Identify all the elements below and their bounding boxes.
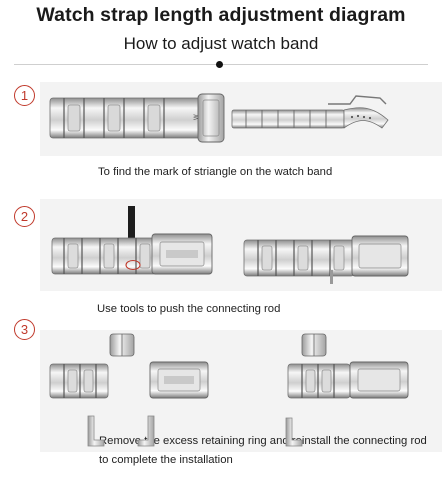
step-3-clasp-left — [149, 361, 209, 399]
title-divider-dot — [216, 61, 223, 68]
step-2-bracelet-right — [243, 239, 355, 284]
step-1-bracelet-left — [49, 97, 203, 139]
step-2-caption: Use tools to push the connecting rod — [97, 303, 281, 315]
step-3-bracelet-left — [49, 363, 109, 399]
step-3-bracelet-right — [287, 363, 351, 399]
step-3-loose-link-left — [109, 333, 135, 357]
step-2-bracelet-left — [51, 237, 157, 275]
step-1-caption: To find the mark of striangle on the wat… — [98, 166, 333, 178]
diagram-subtitle: How to adjust watch band — [123, 34, 319, 53]
step-3-caption: Remove the excess retaining ring and rei… — [99, 435, 427, 466]
diagram-title: Watch strap length adjustment diagram — [36, 4, 406, 26]
step-2-pin-highlight — [125, 259, 141, 271]
step-2-clasp-left — [151, 233, 213, 275]
clasp-engraving: W — [194, 114, 200, 120]
step-3-number: 3 — [14, 319, 35, 340]
step-2-clasp-right — [351, 235, 409, 277]
step-3-loose-link-right — [301, 333, 327, 357]
step-2-removed-pin — [330, 270, 333, 284]
step-1-clasp: W — [194, 93, 225, 143]
step-2-number: 2 — [14, 206, 35, 227]
step-3-clasp-right — [349, 361, 409, 399]
step-3-retaining-pins — [87, 415, 303, 447]
step-1-number: 1 — [14, 85, 35, 106]
step-1-bracelet-right — [231, 95, 389, 129]
